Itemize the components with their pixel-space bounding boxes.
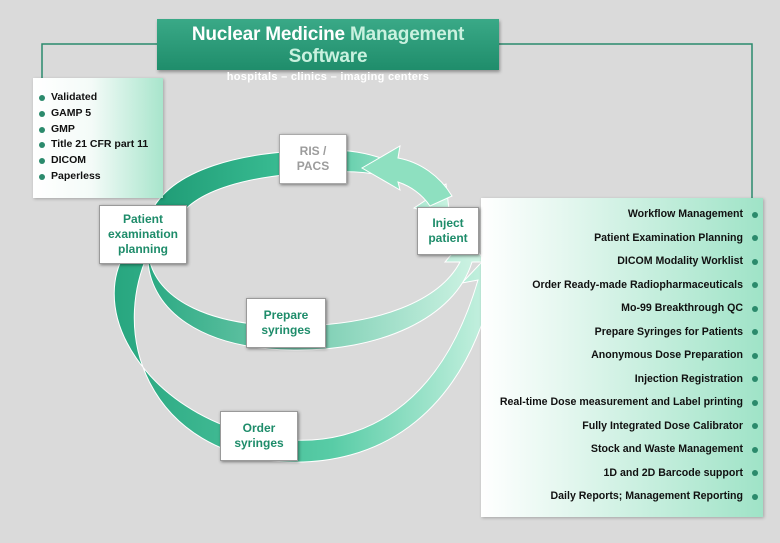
features-list: Workflow Management Patient Examination … [481, 198, 763, 509]
feature-item: DICOM Modality Worklist [481, 250, 763, 274]
compliance-item: Validated [33, 90, 163, 106]
node-ris-pacs: RIS / PACS [279, 134, 347, 184]
compliance-item: DICOM [33, 153, 163, 169]
banner-title-accent: Management Software [288, 24, 465, 67]
banner-subtitle: hospitals – clinics – imaging centers [226, 71, 430, 83]
feature-item: Stock and Waste Management [481, 438, 763, 462]
compliance-list: Validated GAMP 5 GMP Title 21 CFR part 1… [33, 78, 163, 185]
banner-title: Nuclear Medicine Management Software [157, 24, 499, 68]
title-banner: Nuclear Medicine Management Software hos… [157, 19, 499, 83]
feature-item: Injection Registration [481, 368, 763, 392]
feature-item: Real-time Dose measurement and Label pri… [481, 391, 763, 415]
node-inject-patient: Inject patient [417, 207, 479, 255]
compliance-panel: Validated GAMP 5 GMP Title 21 CFR part 1… [33, 78, 163, 198]
features-panel: Workflow Management Patient Examination … [481, 198, 763, 517]
node-patient-planning: Patient examination planning [99, 205, 187, 264]
compliance-item: Paperless [33, 169, 163, 185]
prepare-loop-arrow [147, 236, 488, 351]
feature-item: Daily Reports; Management Reporting [481, 485, 763, 509]
feature-item: Patient Examination Planning [481, 227, 763, 251]
compliance-item: GMP [33, 122, 163, 138]
feature-item: 1D and 2D Barcode support [481, 462, 763, 486]
feature-item: Anonymous Dose Preparation [481, 344, 763, 368]
node-prepare-syringes: Prepare syringes [246, 298, 326, 348]
feature-item: Mo-99 Breakthrough QC [481, 297, 763, 321]
feature-item: Fully Integrated Dose Calibrator [481, 415, 763, 439]
feature-item: Order Ready-made Radiopharmaceuticals [481, 274, 763, 298]
compliance-item: Title 21 CFR part 11 [33, 137, 163, 153]
compliance-item: GAMP 5 [33, 106, 163, 122]
banner-title-primary: Nuclear Medicine [191, 24, 345, 45]
ris-arrowhead [361, 145, 453, 207]
node-order-syringes: Order syringes [220, 411, 298, 461]
feature-item: Workflow Management [481, 203, 763, 227]
feature-item: Prepare Syringes for Patients [481, 321, 763, 345]
